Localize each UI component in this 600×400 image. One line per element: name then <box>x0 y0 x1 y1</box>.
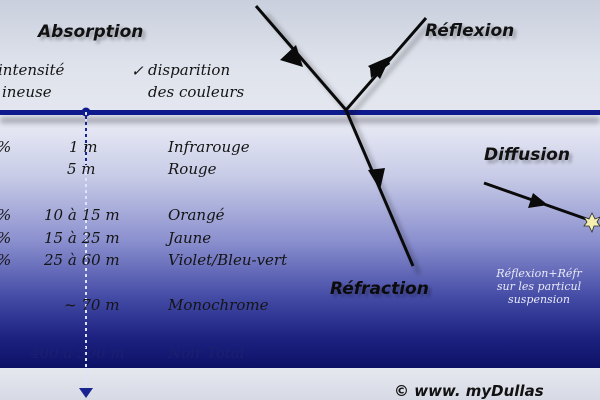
water-column <box>0 113 600 368</box>
copyright-text: © www. myDullas <box>394 382 544 400</box>
diffusion-arrow-icon <box>528 193 548 208</box>
disappear-header-line2: des couleurs <box>148 83 245 101</box>
diffusion-note-line: Réflexion+Réfr <box>496 267 582 280</box>
row-pct: % <box>0 253 11 268</box>
row-depth: ~ 70 m <box>64 296 120 314</box>
row-color: Monochrome <box>168 296 269 314</box>
reflexion-title: Réflexion <box>425 21 515 41</box>
refracted-arrow-icon <box>368 168 385 190</box>
diffusion-note-line: suspension <box>508 293 570 306</box>
disappear-header-line1: disparition <box>148 61 231 79</box>
row-depth: 400 à 500 m <box>30 344 125 362</box>
diffusion-note-line: sur les particul <box>496 280 582 293</box>
row-color: Noir Total <box>168 344 245 362</box>
row-color: Infrarouge <box>168 138 250 156</box>
particle-star-icon <box>583 212 600 234</box>
absorption-title: Absorption <box>38 22 144 42</box>
row-depth: 15 à 25 m <box>44 229 120 247</box>
row-depth: 1 m <box>69 138 98 156</box>
check-icon: ✓ <box>131 62 144 80</box>
row-depth: 5 m <box>67 160 96 178</box>
depth-arrow-icon <box>79 388 93 398</box>
row-depth: 25 à 60 m <box>44 251 120 269</box>
incident-arrow-icon <box>280 45 303 67</box>
row-color: Violet/Bleu-vert <box>168 251 288 269</box>
intensity-header-line1: intensité <box>0 61 65 79</box>
row-pct: % <box>0 208 11 223</box>
surface-shadow <box>0 117 600 123</box>
row-color: Orangé <box>168 206 225 224</box>
bottom-band <box>0 368 600 400</box>
row-color: Rouge <box>168 160 217 178</box>
incident-ray <box>254 5 348 111</box>
row-pct: % <box>0 140 11 155</box>
intensity-header-line2: ineuse <box>2 83 52 101</box>
diffusion-note: Réflexion+Réfr sur les particul suspensi… <box>469 267 600 306</box>
reflected-arrow-head-icon <box>368 56 391 79</box>
row-depth: 10 à 15 m <box>44 206 120 224</box>
diffusion-title: Diffusion <box>484 145 570 165</box>
row-pct: % <box>0 231 11 246</box>
refraction-title: Réfraction <box>330 279 429 299</box>
water-surface-line <box>0 110 600 115</box>
row-color: Jaune <box>168 229 212 247</box>
